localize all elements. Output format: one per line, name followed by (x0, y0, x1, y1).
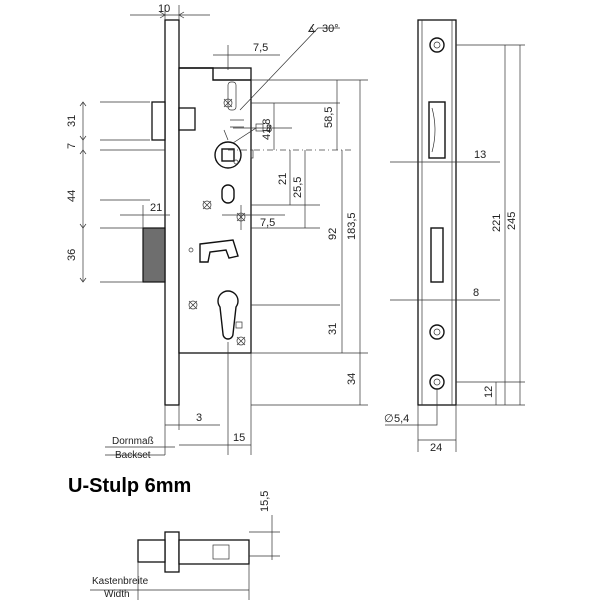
dim-36-left: 36 (66, 249, 78, 261)
title-u-stulp: U-Stulp 6mm (68, 475, 191, 497)
lock-side-view (142, 19, 254, 406)
faceplate-front (417, 19, 457, 406)
dim-10: 10 (158, 3, 170, 15)
dim-41-8: 41,8 (261, 119, 273, 140)
dim-31-right: 31 (327, 323, 339, 335)
dim-21-mid: 21 (277, 173, 289, 185)
dim-3: 3 (196, 412, 202, 424)
label-backset-en: Backset (115, 450, 151, 461)
latch-opening (428, 101, 446, 159)
dim-5-4: 5,4 (394, 413, 409, 425)
dim-12: 12 (483, 386, 495, 398)
dim-15-5: 15,5 (259, 491, 271, 512)
cylinder-cutout (217, 290, 239, 340)
spindle-square (221, 148, 235, 162)
latch-bolt (151, 101, 166, 141)
dim-44-left: 44 (66, 190, 78, 202)
dim-245: 245 (506, 212, 518, 230)
dim-183-5: 183,5 (346, 212, 358, 240)
dim-24: 24 (430, 442, 442, 454)
dim-8-face: 8 (473, 287, 479, 299)
dimension-texts: 10 7,5 30° ∡ 8 31 7 44 21 36 58,5 41,8 2… (66, 3, 518, 600)
dim-7-5-top: 7,5 (253, 42, 268, 54)
dim-58-5: 58,5 (323, 107, 335, 128)
lock-lever (199, 239, 239, 263)
label-width-de: Kastenbreite (92, 576, 149, 587)
spindle-hub (214, 141, 242, 169)
dead-bolt (142, 227, 166, 283)
dim-25-5: 25,5 (292, 177, 304, 198)
dim-221: 221 (491, 214, 503, 232)
dim-square-8: 8 (266, 123, 272, 135)
u-faceplate-view (90, 515, 280, 600)
faceplate-front-view (385, 19, 525, 452)
bolt-opening (430, 227, 444, 283)
dim-7-left: 7 (66, 143, 78, 149)
dim-34: 34 (346, 373, 358, 385)
faceplate-side (164, 19, 180, 406)
dim-92: 92 (327, 228, 339, 240)
svg-text:∡: ∡ (307, 23, 317, 35)
label-width-en: Width (104, 589, 130, 600)
label-backset-de: Dornmaß (112, 436, 154, 447)
dim-31-left: 31 (66, 115, 78, 127)
svg-text:∅: ∅ (384, 413, 394, 425)
dim-15: 15 (233, 432, 245, 444)
dimension-lines (79, 5, 368, 456)
dim-30-degree: 30° (322, 23, 339, 35)
dim-7-5-mid: 7,5 (260, 217, 275, 229)
dim-21-bolt: 21 (150, 202, 162, 214)
dim-13: 13 (474, 149, 486, 161)
